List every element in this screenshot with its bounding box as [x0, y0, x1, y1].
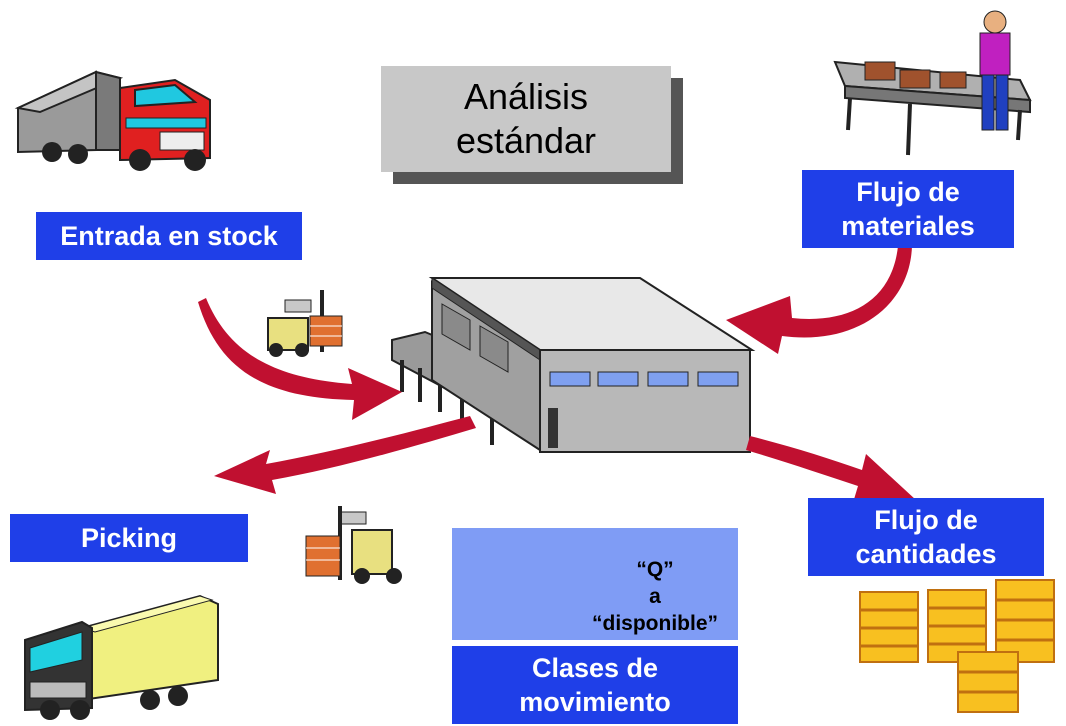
forklift-icon: [305, 506, 402, 584]
warehouse-icon: [391, 277, 756, 453]
traffic-light-line-3: “disponible”: [592, 612, 718, 635]
label-clases-line-2: movimiento: [519, 687, 671, 717]
label-picking-text: Picking: [80, 523, 178, 553]
label-flujo-cantidades: Flujo de cantidades: [808, 498, 1044, 576]
label-materiales-line-1: Flujo de: [856, 177, 960, 207]
conveyor-worker-icon: [833, 10, 1032, 156]
arrow-warehouse-to-picking: [214, 416, 476, 494]
label-clases-movimiento: Clases de movimiento: [452, 646, 738, 724]
outgoing-truck-icon: [24, 594, 219, 720]
traffic-light-line-2: a: [649, 585, 661, 608]
arrow-entrada-to-warehouse: [198, 298, 402, 420]
arrow-warehouse-to-cantidades: [746, 436, 916, 506]
label-cantidades-line-2: cantidades: [855, 539, 997, 569]
label-materiales-line-2: materiales: [841, 211, 975, 241]
label-entrada-text: Entrada en stock: [60, 221, 278, 251]
traffic-light-line-1: “Q”: [636, 558, 674, 581]
traffic-light-caption: “Q” a “disponible”: [580, 556, 730, 637]
arrow-materiales-to-warehouse: [726, 246, 912, 354]
title-panel: Análisis estándar: [381, 66, 683, 184]
label-entrada-en-stock: Entrada en stock: [36, 212, 302, 260]
label-flujo-materiales: Flujo de materiales: [802, 170, 1014, 248]
label-clases-line-1: Clases de: [531, 653, 659, 683]
page-title: Análisis estándar: [381, 66, 671, 172]
title-line-2: estándar: [455, 120, 597, 161]
label-cantidades-line-1: Flujo de: [874, 505, 978, 535]
stacked-goods-icon: [859, 579, 1055, 713]
incoming-truck-icon: [14, 70, 211, 171]
label-picking: Picking: [10, 514, 248, 562]
forklift-icon: [267, 290, 343, 357]
title-line-1: Análisis: [463, 76, 589, 117]
traffic-light-panel: [452, 528, 738, 640]
